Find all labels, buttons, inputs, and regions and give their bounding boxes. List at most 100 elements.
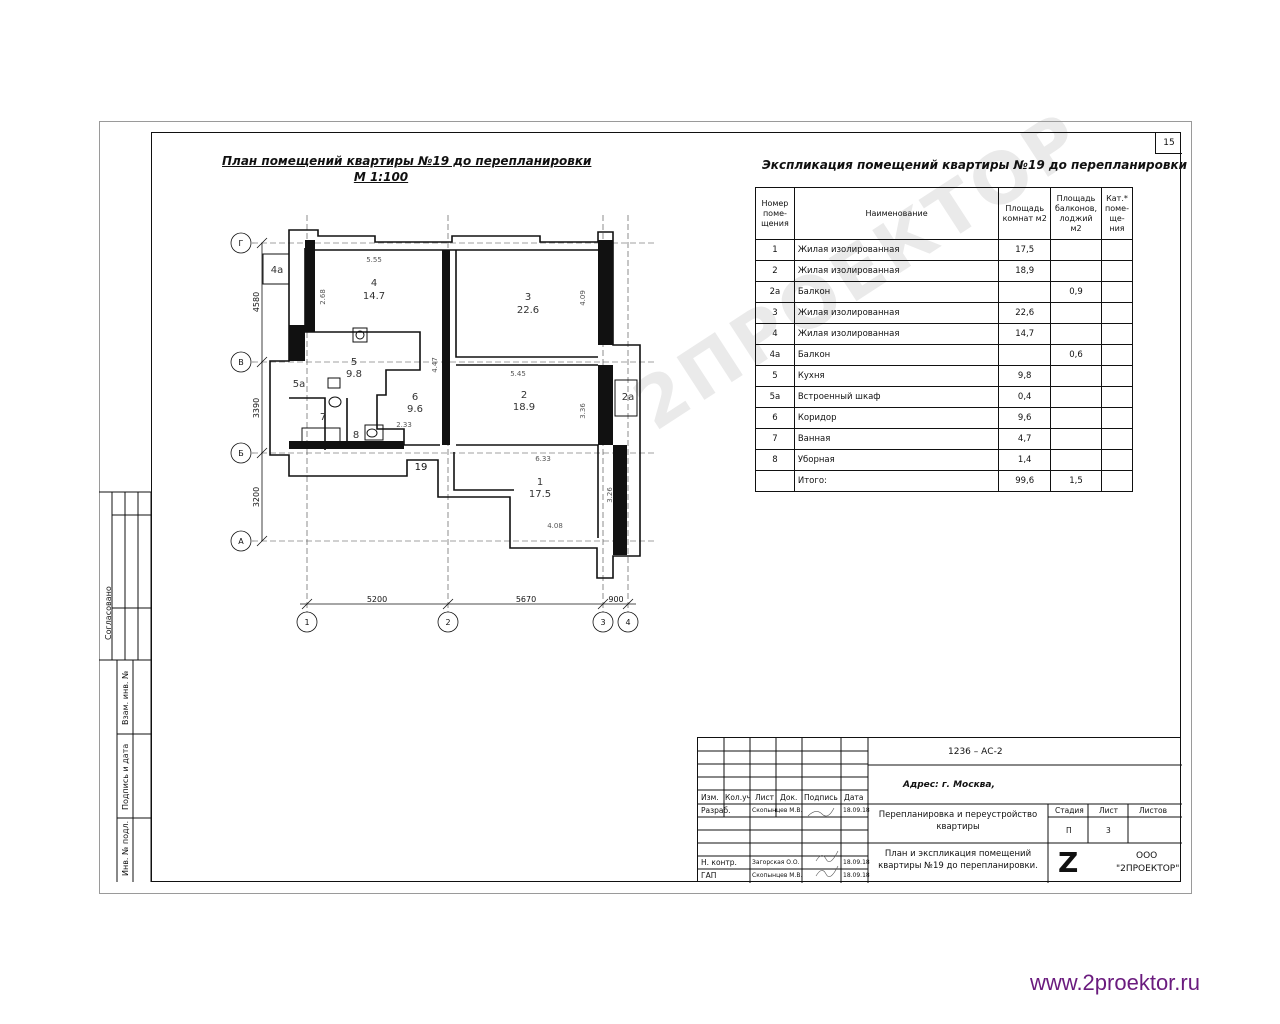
room-number: 3 bbox=[525, 292, 531, 303]
sign-date: 18.09.18 bbox=[843, 859, 870, 866]
room-number: 8 bbox=[353, 430, 359, 441]
company-logo-icon: Z bbox=[1058, 846, 1079, 879]
room-number: 2 bbox=[521, 390, 527, 401]
room-area: 9.8 bbox=[346, 369, 362, 380]
side-stamp-signature-date: Подпись и дата bbox=[121, 743, 130, 810]
room-area: 17.5 bbox=[529, 489, 551, 500]
company-line1: ООО bbox=[1136, 851, 1158, 861]
plan-scale: М 1:100 bbox=[353, 170, 409, 184]
sheets-label: Листов bbox=[1139, 806, 1168, 815]
axis-label-col: 3 bbox=[600, 618, 605, 627]
header-cell: Площадь комнат м2 bbox=[998, 187, 1052, 240]
person-name: Скопынцев М.В. bbox=[752, 807, 803, 814]
room-number: 2a bbox=[622, 392, 635, 403]
person-name: Скопынцев М.В. bbox=[752, 872, 803, 879]
stage-label: Стадия bbox=[1055, 806, 1084, 815]
dimension-label: 900 bbox=[608, 595, 623, 604]
axis-label-col: 4 bbox=[625, 618, 630, 627]
stage-value: П bbox=[1066, 826, 1072, 835]
room-area: 22.6 bbox=[517, 305, 539, 316]
axis-label-row: Б bbox=[238, 449, 244, 458]
total-area: 99,6 bbox=[998, 470, 1052, 492]
explication-table: Номер поме-щения Наименование Площадь ко… bbox=[755, 187, 1133, 492]
inner-dimension: 5.45 bbox=[510, 370, 526, 378]
site-url-link[interactable]: www.2proektor.ru bbox=[1030, 970, 1200, 995]
room-number: 5 bbox=[351, 357, 357, 368]
total-label: Итого: bbox=[793, 470, 1000, 492]
dimension-label: 4580 bbox=[252, 292, 261, 312]
axis-label-row: Г bbox=[239, 239, 244, 248]
axis-label-row: А bbox=[238, 537, 244, 546]
inner-dimension: 5.55 bbox=[366, 256, 382, 264]
side-stamp-inv-ref: Взам. инв. № bbox=[121, 670, 130, 725]
dimension-label: 3200 bbox=[252, 487, 261, 507]
table-header-row: Номер поме-щения Наименование Площадь ко… bbox=[755, 187, 1133, 240]
title-block: Изм. Кол.уч Лист Док. Подпись Дата Разра… bbox=[697, 737, 1182, 883]
inner-dimension: 4.09 bbox=[579, 290, 587, 306]
side-stamp-agreed: Согласовано bbox=[104, 586, 113, 640]
header-cell: Кат.* поме-ще-ния bbox=[1101, 187, 1133, 240]
col-header: Лист bbox=[755, 793, 775, 802]
sign-date: 18.09.18 bbox=[843, 807, 870, 814]
room-number: 4a bbox=[271, 265, 284, 276]
room-number: 1 bbox=[537, 477, 543, 488]
axis-label-col: 2 bbox=[445, 618, 450, 627]
drawing-sheet bbox=[99, 121, 1192, 894]
document-code: 1236 – АС-2 bbox=[948, 747, 1003, 757]
axis-label-col: 1 bbox=[304, 618, 309, 627]
plan-title: План помещений квартиры №19 до переплани… bbox=[222, 154, 592, 168]
room-number: 7 bbox=[320, 412, 326, 423]
col-header: Изм. bbox=[701, 793, 719, 802]
person-name: Загорская О.О. bbox=[752, 859, 800, 866]
col-header: Подпись bbox=[804, 793, 838, 802]
inner-dimension: 2.33 bbox=[396, 421, 412, 429]
sheet-value: 3 bbox=[1106, 826, 1111, 835]
inner-dimension: 4.47 bbox=[431, 357, 439, 373]
inner-dimension: 2.68 bbox=[319, 289, 327, 305]
sign-date: 18.09.18 bbox=[843, 872, 870, 879]
role-label: ГАП bbox=[701, 871, 717, 880]
project-title: Перепланировка и переустройство квартиры bbox=[878, 810, 1038, 832]
dimension-label: 5200 bbox=[367, 595, 387, 604]
axis-label-row: В bbox=[238, 358, 244, 367]
col-header: Док. bbox=[780, 793, 798, 802]
explication-title: Экспликация помещений квартиры №19 до пе… bbox=[762, 158, 1188, 172]
sheet-number: 15 bbox=[1155, 133, 1182, 154]
apartment-number: 19 bbox=[415, 462, 428, 473]
inner-dimension: 3.26 bbox=[606, 487, 614, 503]
sheet-title: План и экспликация помещений квартиры №1… bbox=[878, 849, 1038, 871]
col-header: Кол.уч bbox=[725, 793, 751, 802]
dimension-label: 3390 bbox=[252, 398, 261, 418]
side-stamp-inv-orig: Инв. № подл. bbox=[121, 820, 130, 876]
title-block-grid bbox=[698, 738, 1182, 883]
role-label: Разраб. bbox=[701, 806, 731, 815]
company-line2: "2ПРОЕКТОР" bbox=[1116, 864, 1180, 874]
room-area: 18.9 bbox=[513, 402, 535, 413]
inner-dimension: 6.33 bbox=[535, 455, 551, 463]
inner-dimension: 4.08 bbox=[547, 522, 563, 530]
room-number: 4 bbox=[371, 278, 377, 289]
inner-dimension: 3.36 bbox=[579, 403, 587, 419]
col-header: Дата bbox=[844, 793, 864, 802]
dimension-label: 5670 bbox=[516, 595, 536, 604]
address: Адрес: г. Москва, bbox=[903, 780, 995, 790]
role-label: Н. контр. bbox=[701, 858, 737, 867]
room-area: 9.6 bbox=[407, 404, 423, 415]
cell-name: Ванная bbox=[793, 428, 1000, 450]
room-number: 6 bbox=[412, 392, 418, 403]
header-cell: Площадь балконов, лоджий м2 bbox=[1050, 187, 1102, 240]
sheet-label: Лист bbox=[1099, 806, 1119, 815]
room-area: 14.7 bbox=[363, 291, 385, 302]
